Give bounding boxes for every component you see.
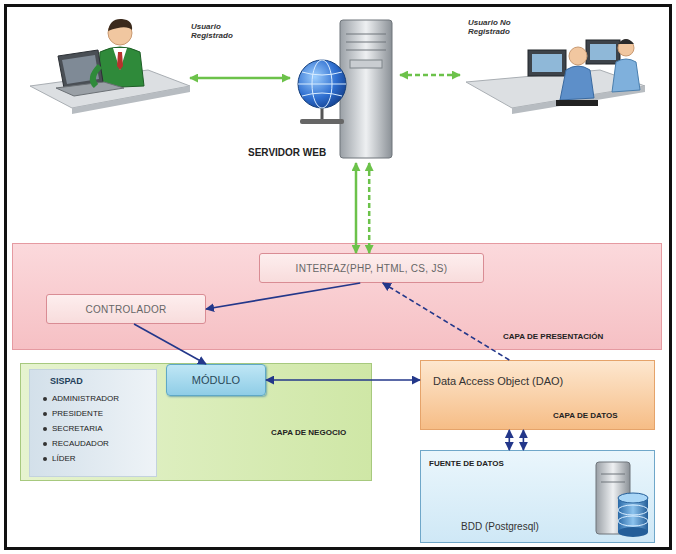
chair — [556, 100, 598, 106]
connector — [190, 77, 290, 80]
data-layer-box: Data Access Object (DAO) CAPA DE DATOS — [420, 360, 655, 430]
connector — [400, 74, 460, 77]
connector — [383, 283, 510, 360]
globe — [298, 60, 346, 108]
parallel — [302, 72, 342, 96]
data-source-box: FUENTE DE DATOS BDD (Postgresql) — [420, 450, 655, 543]
node-label: CONTROLADOR — [85, 304, 166, 315]
arm — [93, 66, 100, 86]
db-cylinder-bottom — [618, 527, 648, 537]
db-ring — [618, 516, 648, 526]
node-text: SECRETARIA — [52, 424, 103, 433]
layer-band: CAPA DE PRESENTACIÓN INTERFAZ(PHP, HTML, … — [12, 243, 662, 350]
shirt — [113, 48, 127, 70]
role-list-box: SISPAD ADMINISTRADOR PRESIDENTE SECRETARIA R… — [29, 369, 157, 477]
node-label: Usuario No Registrado — [468, 18, 524, 36]
meridian — [312, 60, 332, 108]
head — [108, 21, 132, 45]
server-slot — [601, 474, 625, 475]
database-illustration — [596, 462, 648, 537]
db-ring — [618, 505, 648, 515]
user-figure: Usuario Registrado — [25, 12, 190, 112]
server-slot — [346, 50, 386, 51]
connector — [206, 283, 360, 309]
node-label: Data Access Object (DAO) — [433, 375, 563, 387]
user-figure: Usuario No Registrado — [460, 12, 646, 117]
desk — [466, 70, 645, 108]
node-text: PRESIDENTE — [52, 409, 103, 418]
connector — [368, 163, 371, 253]
monitor-screen — [590, 44, 616, 60]
process-box: INTERFAZ(PHP, HTML, CS, JS) — [259, 253, 484, 283]
process-box: CONTROLADOR — [46, 294, 206, 324]
unregistered-user-illustration — [466, 39, 645, 114]
hair — [618, 39, 634, 44]
desk — [30, 70, 190, 108]
connector — [355, 163, 358, 253]
server-slot — [601, 482, 625, 483]
node-label: CAPA DE NEGOCIO — [271, 428, 346, 437]
node-text: ADMINISTRADOR — [52, 394, 119, 403]
hair — [108, 19, 132, 31]
tie — [117, 52, 123, 70]
node-text: BDD (Postgresql) — [461, 521, 539, 532]
connector — [134, 324, 206, 364]
connector — [266, 379, 420, 381]
node-text: CAPA DE DATOS — [553, 411, 618, 420]
person — [612, 59, 640, 92]
vest — [98, 47, 144, 88]
db-server — [596, 462, 630, 534]
node-label: MÓDULO — [192, 374, 240, 386]
laptop-base — [56, 82, 124, 96]
layer-band: CAPA DE NEGOCIO SISPAD ADMINISTRADOR PRESID… — [20, 363, 372, 481]
node-label: FUENTE DE DATOS — [429, 459, 504, 468]
server-slot — [346, 42, 386, 43]
node-label: SISPAD — [50, 376, 83, 386]
module-box: MÓDULO — [166, 364, 266, 396]
db-cylinder — [618, 498, 648, 532]
node-text: LÍDER — [52, 454, 76, 463]
node-label: Usuario Registrado — [191, 22, 243, 40]
desk-edge — [72, 86, 190, 114]
connector — [523, 430, 525, 450]
monitor-screen — [532, 54, 562, 72]
desk-edge — [512, 86, 645, 114]
node-label: SERVIDOR WEB — [248, 147, 326, 158]
monitor — [528, 50, 566, 76]
globe-base — [300, 119, 344, 124]
head — [618, 40, 634, 56]
server-figure: SERVIDOR WEB — [290, 15, 400, 163]
laptop-display — [62, 55, 99, 84]
connector — [508, 430, 510, 450]
globe-stand — [321, 108, 324, 120]
node-label: INTERFAZ(PHP, HTML, CS, JS) — [296, 263, 448, 274]
node-label: CAPA DE PRESENTACIÓN — [503, 332, 603, 341]
node-text: RECAUDADOR — [52, 439, 109, 448]
person — [560, 66, 594, 100]
server-tower — [340, 20, 392, 158]
server-drive — [350, 60, 382, 68]
web-server-illustration — [298, 20, 392, 158]
head — [569, 47, 587, 65]
server-slot — [346, 34, 386, 35]
monitor — [586, 40, 620, 64]
laptop-screen — [58, 50, 103, 88]
registered-user-illustration — [30, 19, 190, 114]
db-cylinder-top — [618, 493, 648, 503]
equator — [298, 84, 346, 85]
